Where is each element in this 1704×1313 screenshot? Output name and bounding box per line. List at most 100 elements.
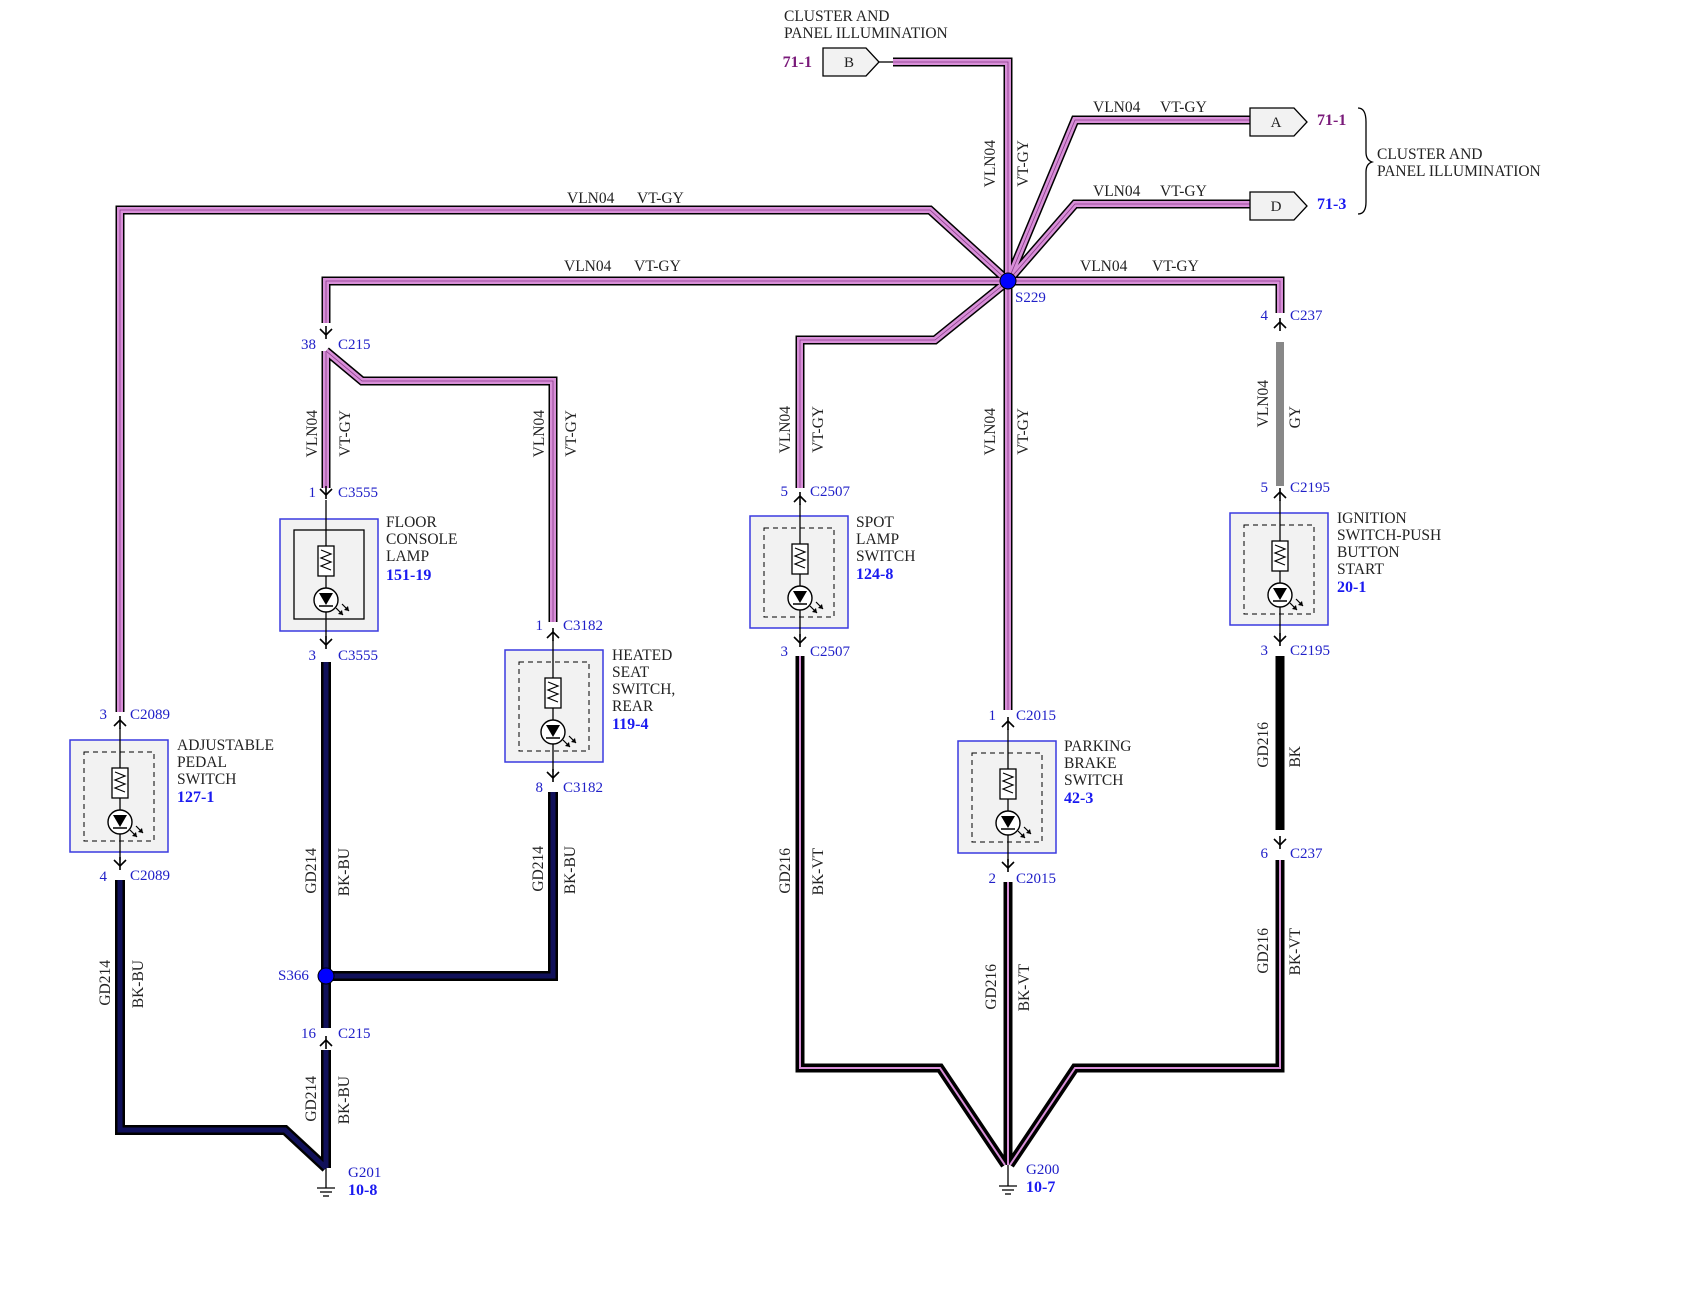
svg-text:BK-BU: BK-BU: [130, 960, 147, 1008]
svg-text:5: 5: [1261, 480, 1269, 496]
heated-seat-switch-ref[interactable]: 119-4: [612, 716, 648, 733]
svg-text:C3555: C3555: [338, 485, 378, 501]
svg-text:HEATED: HEATED: [612, 647, 672, 664]
ground-g201-ref[interactable]: 10-8: [348, 1182, 377, 1199]
spot-lamp-switch-ref[interactable]: 124-8: [856, 566, 893, 583]
pin-labels: 38 C215 16 C215 1 C3555 3 C3555 1 C3182 …: [100, 308, 1331, 1042]
connector-a-ref[interactable]: 71-1: [1317, 112, 1346, 129]
svg-text:CONSOLE: CONSOLE: [386, 531, 457, 548]
svg-text:C2089: C2089: [130, 707, 170, 723]
svg-text:BK-BU: BK-BU: [562, 846, 579, 894]
svg-text:GY: GY: [1287, 406, 1304, 428]
connector-c237-6: [1273, 835, 1287, 850]
svg-text:BRAKE: BRAKE: [1064, 755, 1117, 772]
adjustable-pedal-switch: [69, 728, 169, 860]
connector-a-label: A: [1271, 115, 1282, 131]
connector-b-label: B: [844, 55, 854, 71]
ground-g200-ref[interactable]: 10-7: [1026, 1179, 1055, 1196]
svg-text:C2507: C2507: [810, 484, 851, 500]
svg-text:4: 4: [1261, 308, 1269, 324]
svg-text:GD214: GD214: [303, 1076, 320, 1122]
connector-b-title-1: CLUSTER AND: [784, 8, 890, 25]
connector-d-ref[interactable]: 71-3: [1317, 196, 1346, 213]
connector-a[interactable]: A: [1249, 107, 1308, 137]
svg-text:REAR: REAR: [612, 698, 654, 715]
svg-text:VLN04: VLN04: [564, 258, 612, 275]
horizontal-wire-labels: VLN04 VT-GY VLN04 VT-GY VLN04 VT-GY VLN0…: [564, 99, 1207, 275]
ground-g200: G200: [998, 1162, 1059, 1195]
svg-text:1: 1: [536, 618, 544, 634]
svg-text:ADJUSTABLE: ADJUSTABLE: [177, 737, 274, 754]
svg-text:8: 8: [536, 780, 544, 796]
svg-text:C3182: C3182: [563, 780, 603, 796]
group-title-1: CLUSTER AND: [1377, 146, 1483, 163]
connector-d[interactable]: D: [1249, 191, 1308, 221]
connector-b-ref[interactable]: 71-1: [783, 54, 812, 71]
svg-text:G201: G201: [348, 1165, 381, 1181]
gd216-wires: [795, 656, 1285, 1168]
svg-text:GD216: GD216: [777, 848, 794, 894]
svg-text:SWITCH: SWITCH: [177, 771, 236, 788]
connector-c2015-1: [1001, 716, 1015, 731]
svg-text:C237: C237: [1290, 846, 1323, 862]
svg-text:38: 38: [301, 337, 316, 353]
gd214-wires: [115, 662, 558, 1172]
floor-console-lamp: [279, 500, 379, 640]
svg-text:C2015: C2015: [1016, 708, 1056, 724]
svg-text:GD216: GD216: [1255, 722, 1272, 768]
svg-text:C2015: C2015: [1016, 871, 1056, 887]
heated-seat-switch-label: HEATED SEAT SWITCH, REAR: [612, 647, 675, 715]
svg-text:G200: G200: [1026, 1162, 1059, 1178]
svg-text:GD214: GD214: [303, 848, 320, 894]
svg-text:VT-GY: VT-GY: [1015, 140, 1032, 187]
svg-text:GD216: GD216: [983, 964, 1000, 1010]
connector-d-label: D: [1271, 199, 1282, 215]
ignition-switch-push-button-start: [1229, 500, 1329, 636]
adjustable-pedal-switch-label: ADJUSTABLE PEDAL SWITCH: [177, 737, 274, 788]
svg-text:VLN04: VLN04: [531, 410, 548, 458]
svg-text:IGNITION: IGNITION: [1337, 510, 1407, 527]
connector-b[interactable]: B: [822, 47, 893, 77]
svg-text:VLN04: VLN04: [982, 140, 999, 188]
svg-text:FLOOR: FLOOR: [386, 514, 437, 531]
svg-text:LAMP: LAMP: [856, 531, 899, 548]
svg-text:VLN04: VLN04: [982, 408, 999, 456]
svg-text:PEDAL: PEDAL: [177, 754, 227, 771]
svg-text:VLN04: VLN04: [1255, 380, 1272, 428]
svg-text:VLN04: VLN04: [1093, 183, 1141, 200]
svg-text:GD214: GD214: [530, 846, 547, 892]
parking-brake-switch-label: PARKING BRAKE SWITCH: [1064, 738, 1131, 789]
heated-seat-switch-rear: [504, 640, 604, 772]
svg-text:C2195: C2195: [1290, 643, 1330, 659]
svg-text:C2507: C2507: [810, 644, 851, 660]
svg-text:PARKING: PARKING: [1064, 738, 1131, 755]
svg-text:SWITCH: SWITCH: [1064, 772, 1123, 789]
ignition-switch-label: IGNITION SWITCH-PUSH BUTTON START: [1337, 510, 1441, 578]
splice-s366: [317, 967, 335, 985]
svg-text:VT-GY: VT-GY: [1152, 258, 1199, 275]
svg-text:GD216: GD216: [1255, 928, 1272, 974]
group-title-2: PANEL ILLUMINATION: [1377, 163, 1541, 180]
ground-g201: G201: [316, 1165, 381, 1197]
ignition-switch-ref[interactable]: 20-1: [1337, 579, 1366, 596]
parking-brake-switch-ref[interactable]: 42-3: [1064, 790, 1093, 807]
connector-c237-4: [1273, 317, 1287, 332]
connector-b-title-2: PANEL ILLUMINATION: [784, 25, 948, 42]
vt-gy-wires: [115, 57, 1285, 712]
svg-text:5: 5: [781, 484, 789, 500]
connector-c2507-5: [793, 491, 807, 506]
svg-text:VT-GY: VT-GY: [337, 410, 354, 457]
svg-text:BK: BK: [1287, 745, 1304, 767]
svg-text:SWITCH,: SWITCH,: [612, 681, 675, 698]
svg-text:1: 1: [309, 485, 317, 501]
svg-text:BK-VT: BK-VT: [810, 847, 827, 895]
svg-text:C2089: C2089: [130, 868, 170, 884]
svg-text:C2195: C2195: [1290, 480, 1330, 496]
svg-text:VT-GY: VT-GY: [637, 190, 684, 207]
floor-console-lamp-ref[interactable]: 151-19: [386, 567, 431, 584]
svg-text:GD214: GD214: [97, 960, 114, 1006]
svg-text:BUTTON: BUTTON: [1337, 544, 1400, 561]
svg-text:BK-VT: BK-VT: [1287, 927, 1304, 975]
adjustable-pedal-switch-ref[interactable]: 127-1: [177, 789, 214, 806]
svg-text:VT-GY: VT-GY: [634, 258, 681, 275]
